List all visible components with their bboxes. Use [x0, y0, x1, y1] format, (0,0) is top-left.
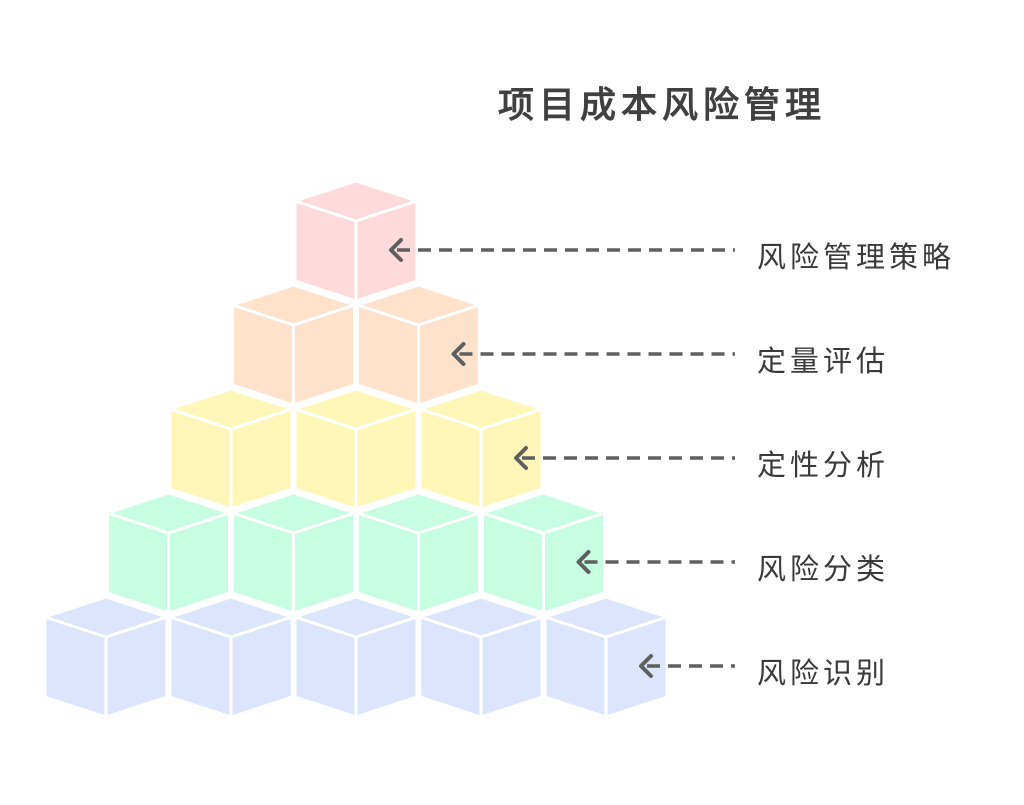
cube	[168, 387, 294, 511]
arrow-connectors	[389, 238, 735, 678]
cube	[293, 595, 419, 719]
arrow-left-icon	[576, 550, 591, 574]
cube	[168, 595, 294, 719]
cube	[418, 595, 544, 719]
layer-label-quantitative: 定量评估	[757, 344, 890, 378]
cube-pyramid	[43, 179, 669, 719]
diagram-title: 项目成本风险管理	[497, 85, 826, 126]
layer-label-strategy: 风险管理策略	[757, 240, 956, 274]
cube	[43, 595, 169, 719]
layer-label-classification: 风险分类	[757, 552, 890, 586]
arrow-left-icon	[514, 446, 528, 470]
arrow-left-icon	[451, 342, 466, 366]
cube	[418, 387, 544, 511]
arrow-left-icon	[639, 654, 653, 678]
arrow-left-icon	[389, 238, 403, 262]
cube	[293, 179, 419, 303]
cube	[293, 387, 419, 511]
layer-label-qualitative: 定性分析	[757, 448, 890, 482]
cube	[231, 283, 356, 407]
layer-label-identification: 风险识别	[757, 656, 890, 690]
cube	[356, 491, 481, 615]
cube	[356, 283, 481, 407]
cube	[106, 491, 231, 615]
cube	[481, 491, 606, 615]
cube	[543, 595, 669, 719]
cube	[231, 491, 356, 615]
